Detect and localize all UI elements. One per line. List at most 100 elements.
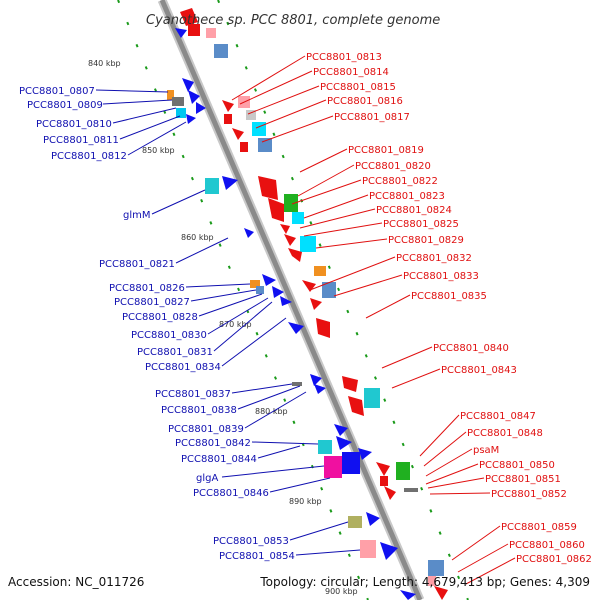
gene-label[interactable]: PCC8801_0830 bbox=[131, 330, 207, 341]
gene-reverse bbox=[272, 286, 284, 298]
gene-reverse bbox=[288, 322, 304, 334]
gene-reverse bbox=[358, 448, 372, 460]
gene-label[interactable]: glmM bbox=[123, 210, 151, 221]
gene-block bbox=[292, 382, 302, 386]
gene-label[interactable]: PCC8801_0821 bbox=[99, 259, 175, 270]
gene-block bbox=[342, 452, 360, 474]
gene-block bbox=[258, 138, 272, 152]
tick-label: 840 kbp bbox=[88, 59, 121, 68]
left-leaders bbox=[95, 89, 361, 556]
gene-label[interactable]: PCC8801_0852 bbox=[491, 489, 567, 500]
gene-forward bbox=[384, 486, 396, 500]
gene-label[interactable]: PCC8801_0826 bbox=[109, 283, 185, 294]
gene-reverse bbox=[196, 102, 206, 114]
gene-label[interactable]: PCC8801_0828 bbox=[122, 312, 198, 323]
gene-forward bbox=[232, 128, 244, 140]
gene-block bbox=[167, 90, 174, 100]
gene-label[interactable]: PCC8801_0811 bbox=[43, 135, 119, 146]
gene-block bbox=[348, 516, 362, 528]
tick-label: 890 kbp bbox=[289, 497, 322, 506]
gene-reverse bbox=[182, 78, 194, 92]
gene-forward bbox=[288, 248, 302, 262]
gene-label[interactable]: PCC8801_0844 bbox=[181, 454, 257, 465]
gene-reverse bbox=[244, 228, 254, 238]
gene-label[interactable]: PCC8801_0824 bbox=[376, 205, 452, 216]
gene-label[interactable]: PCC8801_0847 bbox=[460, 411, 536, 422]
gene-label[interactable]: PCC8801_0840 bbox=[433, 343, 509, 354]
gene-forward bbox=[342, 376, 358, 392]
gene-block bbox=[176, 108, 186, 118]
gene-reverse bbox=[188, 90, 200, 104]
gene-label[interactable]: PCC8801_0812 bbox=[51, 151, 127, 162]
gene-label[interactable]: PCC8801_0810 bbox=[36, 119, 112, 130]
gene-label[interactable]: PCC8801_0843 bbox=[441, 365, 517, 376]
gene-label[interactable]: PCC8801_0819 bbox=[348, 145, 424, 156]
gene-label[interactable]: PCC8801_0829 bbox=[388, 235, 464, 246]
gene-label[interactable]: PCC8801_0817 bbox=[334, 112, 410, 123]
gene-label[interactable]: PCC8801_0814 bbox=[313, 67, 389, 78]
gene-label[interactable]: PCC8801_0848 bbox=[467, 428, 543, 439]
gene-label[interactable]: PCC8801_0822 bbox=[362, 176, 438, 187]
gene-label[interactable]: PCC8801_0842 bbox=[175, 438, 251, 449]
gene-forward bbox=[434, 586, 448, 600]
gene-label[interactable]: PCC8801_0860 bbox=[509, 540, 585, 551]
tick-label: 870 kbp bbox=[219, 320, 252, 329]
gene-forward bbox=[302, 280, 316, 292]
gene-reverse bbox=[380, 542, 398, 560]
gene-label[interactable]: PCC8801_0854 bbox=[219, 551, 295, 562]
right-gene-labels: PCC8801_0813 PCC8801_0814 PCC8801_0815 P… bbox=[306, 52, 592, 565]
genome-backbone bbox=[157, 0, 425, 600]
gene-block bbox=[428, 560, 444, 576]
gene-block bbox=[284, 194, 298, 212]
gene-block bbox=[250, 280, 260, 288]
gene-label[interactable]: PCC8801_0835 bbox=[411, 291, 487, 302]
gene-block bbox=[240, 142, 248, 152]
gene-label[interactable]: PCC8801_0838 bbox=[161, 405, 237, 416]
gene-label[interactable]: PCC8801_0825 bbox=[383, 219, 459, 230]
gene-block bbox=[360, 540, 376, 558]
gene-label[interactable]: PCC8801_0853 bbox=[213, 536, 289, 547]
gene-reverse bbox=[280, 296, 292, 306]
gene-label[interactable]: PCC8801_0859 bbox=[501, 522, 577, 533]
gene-reverse bbox=[314, 384, 326, 394]
gene-label[interactable]: PCC8801_0839 bbox=[168, 424, 244, 435]
gene-label[interactable]: PCC8801_0850 bbox=[479, 460, 555, 471]
gene-reverse bbox=[334, 424, 348, 436]
gene-label[interactable]: PCC8801_0816 bbox=[327, 96, 403, 107]
gene-label[interactable]: PCC8801_0862 bbox=[516, 554, 592, 565]
gene-label[interactable]: PCC8801_0827 bbox=[114, 297, 190, 308]
gene-forward bbox=[316, 318, 330, 338]
gene-block bbox=[205, 178, 219, 194]
gene-block bbox=[404, 488, 418, 492]
gene-label[interactable]: PCC8801_0809 bbox=[27, 100, 103, 111]
gene-label[interactable]: PCC8801_0807 bbox=[19, 86, 95, 97]
gene-label[interactable]: PCC8801_0820 bbox=[355, 161, 431, 172]
gene-block bbox=[256, 286, 264, 294]
gene-label[interactable]: PCC8801_0837 bbox=[155, 389, 231, 400]
gene-forward bbox=[348, 396, 364, 416]
gene-label[interactable]: PCC8801_0834 bbox=[145, 362, 221, 373]
kbp-ticks: 840 kbp 850 kbp 860 kbp 870 kbp 880 kbp … bbox=[88, 59, 358, 596]
gene-forward bbox=[284, 234, 296, 246]
gene-label[interactable]: PCC8801_0851 bbox=[485, 474, 561, 485]
gene-label[interactable]: PCC8801_0831 bbox=[137, 347, 213, 358]
gene-label[interactable]: PCC8801_0833 bbox=[403, 271, 479, 282]
gene-forward bbox=[268, 198, 284, 222]
gene-glyphs bbox=[167, 8, 448, 600]
left-gene-labels: PCC8801_0807 PCC8801_0809 PCC8801_0810 P… bbox=[19, 86, 295, 562]
gene-reverse bbox=[336, 436, 352, 450]
gene-reverse bbox=[175, 28, 187, 38]
gene-block bbox=[206, 28, 216, 38]
gene-label[interactable]: PCC8801_0823 bbox=[369, 191, 445, 202]
tick-label: 850 kbp bbox=[142, 146, 175, 155]
gene-label[interactable]: PCC8801_0815 bbox=[320, 82, 396, 93]
gene-label[interactable]: psaM bbox=[473, 445, 499, 456]
gene-block bbox=[322, 282, 336, 298]
gene-label[interactable]: PCC8801_0846 bbox=[193, 488, 269, 499]
gene-label[interactable]: PCC8801_0813 bbox=[306, 52, 382, 63]
gene-label[interactable]: PCC8801_0832 bbox=[396, 253, 472, 264]
map-title: Cyanothece sp. PCC 8801, complete genome bbox=[146, 13, 440, 28]
gene-label[interactable]: glgA bbox=[196, 473, 218, 484]
gene-block bbox=[364, 388, 380, 408]
topology-text: Topology: circular; Length: 4,679,413 bp… bbox=[259, 575, 590, 589]
